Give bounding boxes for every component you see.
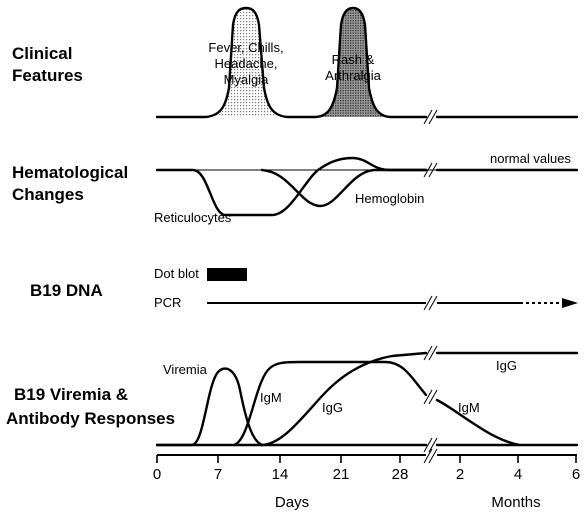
tick-label-month-2: 2 xyxy=(456,466,464,483)
tick-label-day-14: 14 xyxy=(272,466,289,483)
row-label-clinical: Clinical Features xyxy=(12,44,83,85)
igm-label-left: IgM xyxy=(260,390,282,405)
row-label-viremia: B19 Viremia & Antibody Responses xyxy=(6,385,175,428)
clinical-peak1-line2: Headache, xyxy=(215,56,278,71)
reticulocytes-curve xyxy=(155,156,428,217)
igm-curve-months xyxy=(435,398,522,447)
viremia-curve xyxy=(155,367,264,447)
b19-dna-panel: Dot blot PCR xyxy=(154,266,578,311)
row-label-clinical-line1: Clinical xyxy=(12,44,72,63)
dot-blot-label: Dot blot xyxy=(154,266,199,281)
tick-label-month-4: 4 xyxy=(514,466,522,483)
tick-label-day-21: 21 xyxy=(333,466,350,483)
hematological-panel: normal values Reticulocytes Hemoglobin xyxy=(154,151,579,225)
pcr-axis-break xyxy=(423,295,438,311)
pcr-label: PCR xyxy=(154,295,181,310)
clinical-peak1-label: Fever, Chills, Headache, Myalgia xyxy=(208,40,283,87)
time-axis-ticks xyxy=(156,455,577,463)
igg-label-right: IgG xyxy=(496,358,517,373)
row-label-b19-dna: B19 DNA xyxy=(30,281,103,300)
clinical-features-panel: Fever, Chills, Headache, Myalgia Rash & … xyxy=(155,6,579,125)
clinical-peak2-line2: Arthralgia xyxy=(325,68,381,83)
row-label-hematological-line1: Hematological xyxy=(12,163,128,182)
clinical-peak1-line3: Myalgia xyxy=(224,72,270,87)
clinical-peak-fever-fill xyxy=(205,8,288,117)
reticulocytes-label: Reticulocytes xyxy=(154,210,232,225)
viremia-axis-break-top xyxy=(423,345,438,361)
row-label-viremia-line2: Antibody Responses xyxy=(6,409,175,428)
clinical-baseline-curve xyxy=(155,6,428,119)
clinical-peak-rash-fill xyxy=(316,8,390,117)
axis-title-days: Days xyxy=(275,494,309,511)
axis-title-months: Months xyxy=(491,494,540,511)
normal-values-label: normal values xyxy=(490,151,571,166)
hemoglobin-curve xyxy=(260,168,428,208)
clinical-peak1-line1: Fever, Chills, xyxy=(208,40,283,55)
row-label-hematological: Hematological Changes xyxy=(12,163,128,204)
viremia-label: Viremia xyxy=(163,362,208,377)
igg-curve xyxy=(260,351,428,447)
row-label-clinical-line2: Features xyxy=(12,66,83,85)
time-axis-break xyxy=(423,448,438,464)
tick-label-month-6: 6 xyxy=(572,466,580,483)
igm-label-right: IgM xyxy=(458,400,480,415)
igm-curve xyxy=(232,360,428,447)
viremia-axis-break-mid xyxy=(423,389,438,405)
time-axis: 0 7 14 21 28 2 4 6 Days Months xyxy=(153,448,580,511)
row-label-hematological-line2: Changes xyxy=(12,185,84,204)
hemoglobin-label: Hemoglobin xyxy=(355,191,424,206)
clinical-axis-break xyxy=(423,109,438,125)
viremia-axis-break-bottom xyxy=(423,437,438,453)
viremia-panel: Viremia IgM IgG IgG IgM xyxy=(155,345,579,453)
tick-label-day-28: 28 xyxy=(392,466,409,483)
tick-label-day-0: 0 xyxy=(153,466,161,483)
hematological-axis-break xyxy=(423,162,438,178)
clinical-peak2-label: Rash & Arthralgia xyxy=(325,52,381,83)
dot-blot-bar xyxy=(207,268,247,281)
clinical-peak2-line1: Rash & xyxy=(332,52,375,67)
igg-label-left: IgG xyxy=(322,400,343,415)
pcr-arrow-head xyxy=(562,298,578,308)
tick-label-day-7: 7 xyxy=(214,466,222,483)
row-label-viremia-line1: B19 Viremia & xyxy=(14,385,128,404)
